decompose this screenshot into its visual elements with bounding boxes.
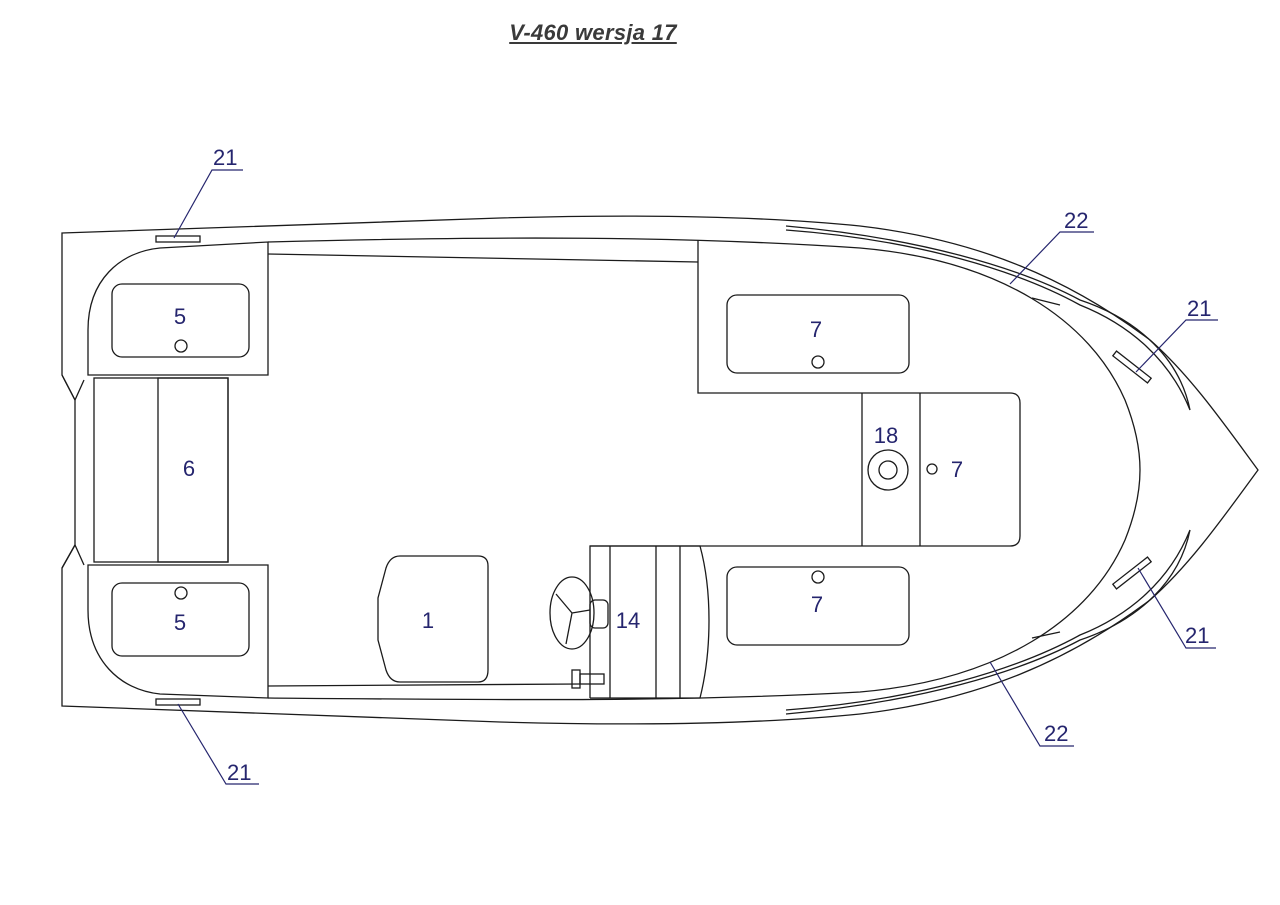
rubstrake-top <box>785 225 1191 411</box>
label-cleat-stern-top: 21 <box>213 145 237 170</box>
label-bin-stern-bottom: 5 <box>174 610 186 635</box>
rubstrake-seam <box>1031 631 1061 639</box>
steering-wheel-spokes <box>555 593 591 645</box>
rubstrake-seam <box>1031 297 1061 306</box>
stern-seat-top <box>87 241 269 376</box>
rubstrake-bottom <box>785 529 1191 715</box>
label-seat-pedestal: 18 <box>874 423 898 448</box>
label-bow-bin-bottom: 7 <box>811 592 823 617</box>
cleat-bow-top-icon <box>1111 350 1153 384</box>
drain-hole-icon <box>811 355 825 369</box>
leader-line <box>989 661 1074 747</box>
label-bow-bin-right: 7 <box>951 457 963 482</box>
storage-bin-stern-top <box>111 283 250 358</box>
label-rubstrake-bottom: 22 <box>1044 721 1068 746</box>
transom-notch <box>61 374 85 569</box>
cleat-stern-top-icon <box>155 235 201 243</box>
fuel-tank <box>377 555 489 683</box>
drain-hole-icon <box>926 463 938 475</box>
leader-line <box>1009 231 1094 285</box>
leader-line <box>1135 319 1218 373</box>
stern-bench-frame <box>93 377 229 563</box>
storage-bin-stern-bottom <box>111 582 250 657</box>
label-cleat-bow-top: 21 <box>1187 296 1211 321</box>
steering-console <box>590 545 710 699</box>
label-bin-stern-top: 5 <box>174 304 186 329</box>
leader-line <box>177 703 259 785</box>
label-steering: 14 <box>616 608 640 633</box>
bow-deck <box>589 240 1021 698</box>
drain-hole-icon <box>174 339 188 353</box>
drawing-title: V-460 wersja 17 <box>509 20 677 45</box>
floor-edge-bottom <box>267 683 581 687</box>
label-cleat-bow-bottom: 21 <box>1185 623 1209 648</box>
steering-hub-icon <box>589 599 609 629</box>
throttle-lever-icon <box>579 673 605 685</box>
label-fuel-tank: 1 <box>422 608 434 633</box>
bow-bin-top <box>726 294 910 374</box>
seat-pedestal-icon <box>867 449 909 491</box>
seat-pedestal-inner-icon <box>878 460 898 480</box>
label-rubstrake-top: 22 <box>1064 208 1088 233</box>
rear-bench <box>157 377 229 563</box>
leader-line <box>1137 567 1216 649</box>
bow-bin-bottom <box>726 566 910 646</box>
inner-gunwale <box>267 237 1141 701</box>
label-bow-bin-top: 7 <box>810 317 822 342</box>
drain-hole-icon <box>811 570 825 584</box>
leader-line <box>173 169 243 239</box>
throttle-icon <box>571 669 581 689</box>
stern-seat-bottom <box>87 564 269 699</box>
label-rear-bench: 6 <box>183 456 195 481</box>
label-cleat-stern-bottom: 21 <box>227 760 251 785</box>
floor-edge-top <box>267 253 699 263</box>
drain-hole-icon <box>174 586 188 600</box>
cleat-bow-bottom-icon <box>1111 556 1153 590</box>
steering-wheel-icon <box>549 576 595 650</box>
hull-outline <box>61 215 1259 725</box>
